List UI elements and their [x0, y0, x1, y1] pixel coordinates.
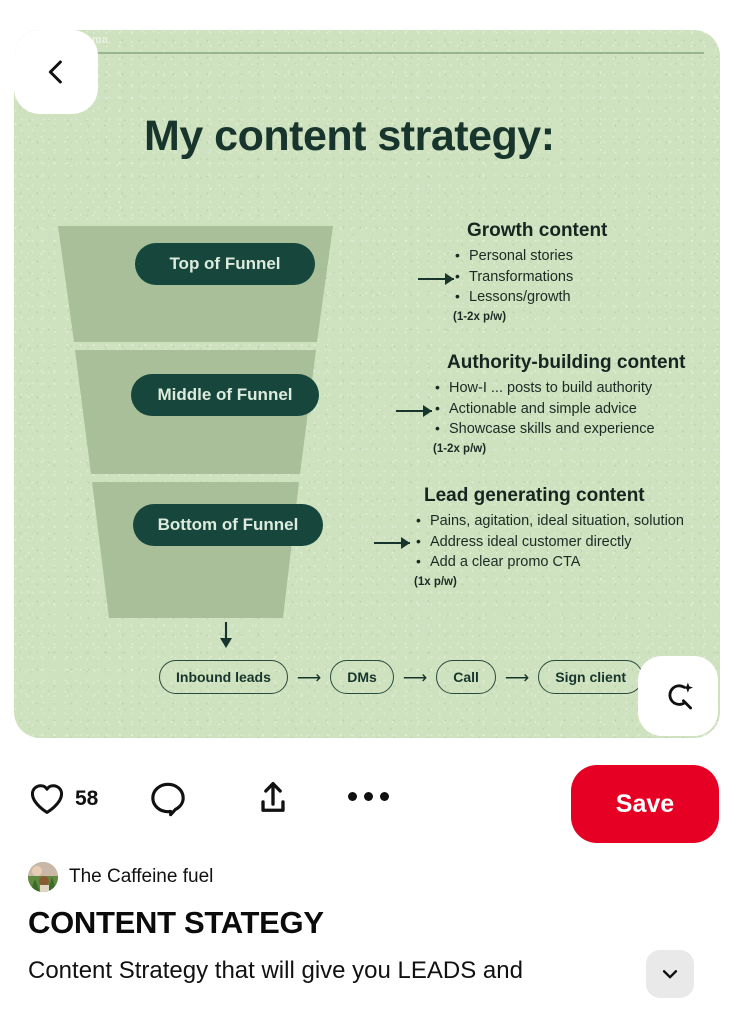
content-block-lead: Lead generating content Pains, agitation…: [414, 485, 684, 588]
pipeline-step-dms: DMs: [330, 660, 394, 694]
content-block-growth: Growth content Personal stories Transfor…: [453, 220, 607, 323]
bullet-item: How-I ... posts to build authority: [433, 377, 686, 399]
pin-image-card[interactable]: Nick Broekema My content strategy: Top o…: [14, 30, 720, 738]
block-heading: Lead generating content: [424, 485, 645, 506]
heart-icon: [30, 784, 64, 814]
bullet-item: Add a clear promo CTA: [414, 551, 684, 573]
pin-heading: CONTENT STATEGY: [28, 905, 324, 940]
pin-description: Content Strategy that will give you LEAD…: [28, 957, 523, 984]
block-frequency: (1-2x p/w): [433, 442, 487, 455]
avatar-image: [28, 862, 58, 892]
pipeline-step-inbound-leads: Inbound leads: [159, 660, 288, 694]
pin-graphic-title: My content strategy:: [144, 112, 555, 160]
bullet-item: Address ideal customer directly: [414, 531, 684, 553]
avatar: [28, 862, 58, 892]
funnel-stage-bottom: Bottom of Funnel: [133, 504, 323, 546]
comment-bubble-icon: [151, 782, 185, 817]
expand-description-button[interactable]: [646, 950, 694, 998]
header-divider: [80, 52, 704, 54]
funnel-stage-middle: Middle of Funnel: [131, 374, 319, 416]
bullet-item: Lessons/growth: [453, 286, 607, 308]
like-button[interactable]: 58: [28, 780, 98, 818]
comment-button[interactable]: [148, 779, 188, 819]
like-count: 58: [75, 787, 99, 810]
pipeline-row: Inbound leads ⟶ DMs ⟶ Call ⟶ Sign client: [159, 660, 644, 694]
visual-search-sparkle-icon: [668, 682, 693, 710]
ellipsis-icon: [364, 792, 373, 801]
block-heading: Growth content: [467, 220, 608, 241]
author-row[interactable]: The Caffeine fuel: [28, 862, 213, 892]
content-block-authority: Authority-building content How-I ... pos…: [433, 352, 686, 455]
chevron-down-icon: [662, 970, 678, 979]
block-bullet-list: Pains, agitation, ideal situation, solut…: [414, 510, 684, 573]
share-button[interactable]: [252, 777, 294, 819]
pipeline-step-sign-client: Sign client: [538, 660, 644, 694]
back-button[interactable]: [14, 30, 98, 114]
bullet-item: Pains, agitation, ideal situation, solut…: [414, 510, 684, 532]
action-bar: 58 Save: [0, 752, 734, 856]
pipeline-arrow-icon: ⟶: [402, 667, 428, 687]
chevron-left-icon: [48, 60, 62, 84]
author-name: The Caffeine fuel: [69, 866, 214, 887]
save-button[interactable]: Save: [571, 765, 719, 843]
block-bullet-list: How-I ... posts to build authority Actio…: [433, 377, 686, 440]
share-upload-icon: [261, 781, 285, 812]
funnel-stage-top: Top of Funnel: [135, 243, 315, 285]
visual-search-button[interactable]: [638, 656, 718, 736]
block-bullet-list: Personal stories Transformations Lessons…: [453, 245, 607, 308]
block-frequency: (1-2x p/w): [453, 310, 507, 323]
more-options-button[interactable]: [348, 792, 389, 801]
block-heading: Authority-building content: [447, 352, 686, 373]
block-frequency: (1x p/w): [414, 575, 457, 588]
bullet-item: Personal stories: [453, 245, 607, 267]
bullet-item: Showcase skills and experience: [433, 418, 686, 440]
bullet-item: Transformations: [453, 266, 607, 288]
ellipsis-icon: [348, 792, 357, 801]
pipeline-step-call: Call: [436, 660, 496, 694]
pipeline-arrow-icon: ⟶: [504, 667, 530, 687]
bullet-item: Actionable and simple advice: [433, 398, 686, 420]
pipeline-arrow-icon: ⟶: [296, 667, 322, 687]
ellipsis-icon: [380, 792, 389, 801]
